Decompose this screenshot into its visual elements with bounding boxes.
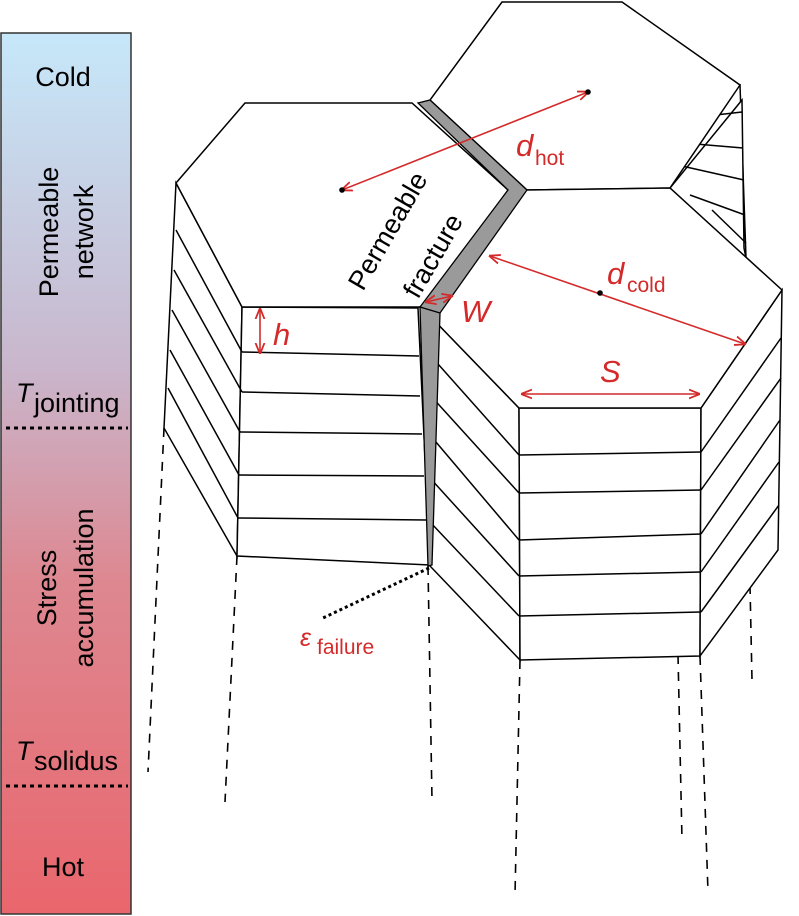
h-label: h — [273, 317, 290, 352]
stress-accumulation-label-2: accumulation — [69, 508, 99, 667]
d-hot-subscript: hot — [535, 147, 564, 170]
t-jointing-subscript: jointing — [33, 388, 120, 418]
front-column — [426, 187, 783, 662]
eps-failure-subscript: failure — [317, 636, 374, 659]
d-cold-arrow — [490, 256, 745, 344]
left-column — [163, 102, 509, 566]
eps-failure-leader — [322, 566, 430, 620]
w-label: W — [461, 294, 493, 329]
left-center-dot — [339, 187, 345, 193]
temperature-gradient-bar — [0, 32, 132, 915]
eps-failure-symbol: ε — [300, 624, 312, 652]
stress-accumulation-label-1: Stress — [32, 550, 62, 627]
hot-label: Hot — [42, 852, 85, 882]
d-cold-symbol: d — [607, 256, 626, 291]
d-hot-arrow — [342, 92, 588, 190]
permeable-network-label-2: network — [69, 184, 99, 279]
d-cold-subscript: cold — [627, 274, 666, 297]
temperature-bar: Cold Permeable network T jointing Stress… — [0, 32, 132, 915]
front-center-dot — [597, 290, 603, 296]
permeable-network-label-1: Permeable — [34, 167, 64, 298]
t-jointing-symbol: T — [16, 378, 35, 408]
w-arrow — [426, 296, 452, 302]
s-label: S — [600, 354, 621, 389]
t-solidus-subscript: solidus — [34, 746, 118, 776]
column-continuation-lines — [147, 427, 753, 896]
cold-label: Cold — [35, 62, 91, 92]
back-center-dot — [585, 89, 591, 95]
t-solidus-symbol: T — [16, 736, 35, 766]
d-hot-symbol: d — [516, 128, 535, 163]
